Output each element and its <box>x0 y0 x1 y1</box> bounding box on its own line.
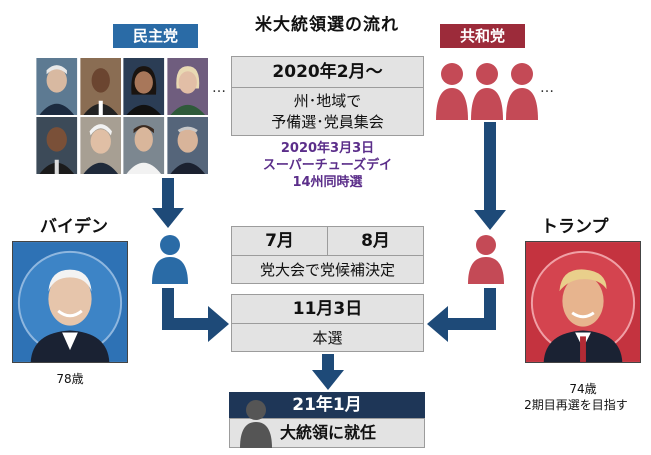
primaries-date: 2020年2月～ <box>232 57 423 88</box>
super-tuesday-date: 2020年3月3日 <box>280 141 375 156</box>
general-election-desc: 本選 <box>312 329 343 347</box>
biden-portrait <box>12 241 128 363</box>
democratic-nominee-icon <box>152 235 188 284</box>
more-democrats-ellipsis: … <box>212 80 226 96</box>
general-election-date: 11月3日 <box>232 295 423 324</box>
diagram-title: 米大統領選の流れ <box>255 15 399 35</box>
candidate-photo <box>79 117 122 174</box>
trump-name: トランプ <box>541 217 609 237</box>
republican-candidates-icons <box>436 63 538 120</box>
candidate-photo <box>166 117 209 174</box>
candidate-photo <box>36 117 78 174</box>
candidate-photo <box>166 58 209 115</box>
candidate-photo <box>79 58 122 115</box>
primaries-desc-line1: 州･地域で <box>293 92 362 110</box>
primaries-box: 2020年2月～ 州･地域で 予備選･党員集会 <box>231 56 424 136</box>
primaries-desc-line2: 予備選･党員集会 <box>271 113 384 131</box>
trump-note: 2期目再選を目指す <box>524 398 628 412</box>
candidate-photo <box>123 117 165 174</box>
inauguration-box: 21年1月 大統領に就任 <box>229 392 425 452</box>
candidate-photo <box>36 58 78 115</box>
trump-portrait <box>525 241 641 363</box>
general-election-box: 11月3日 本選 <box>231 294 424 352</box>
biden-name: バイデン <box>40 217 108 237</box>
democratic-party-label: 民主党 <box>113 24 198 48</box>
super-tuesday-name: スーパーチューズデイ <box>262 158 393 173</box>
convention-box: 7月 8月 党大会で党候補決定 <box>231 226 424 284</box>
republican-nominee-icon <box>468 235 504 284</box>
more-republicans-ellipsis: … <box>540 80 554 96</box>
super-tuesday-note: 2020年3月3日 スーパーチューズデイ 14州同時選 <box>231 140 424 191</box>
candidate-photo <box>123 58 165 115</box>
republican-party-label: 共和党 <box>440 24 525 48</box>
convention-month-july: 7月 <box>232 227 328 255</box>
convention-month-august: 8月 <box>361 231 390 251</box>
super-tuesday-detail: 14州同時選 <box>292 175 363 190</box>
trump-age: 74歳 <box>569 382 597 396</box>
democratic-candidates-photo-grid <box>36 58 208 174</box>
biden-age: 78歳 <box>56 372 84 386</box>
convention-desc: 党大会で党候補決定 <box>259 261 395 279</box>
president-icon <box>240 400 272 448</box>
